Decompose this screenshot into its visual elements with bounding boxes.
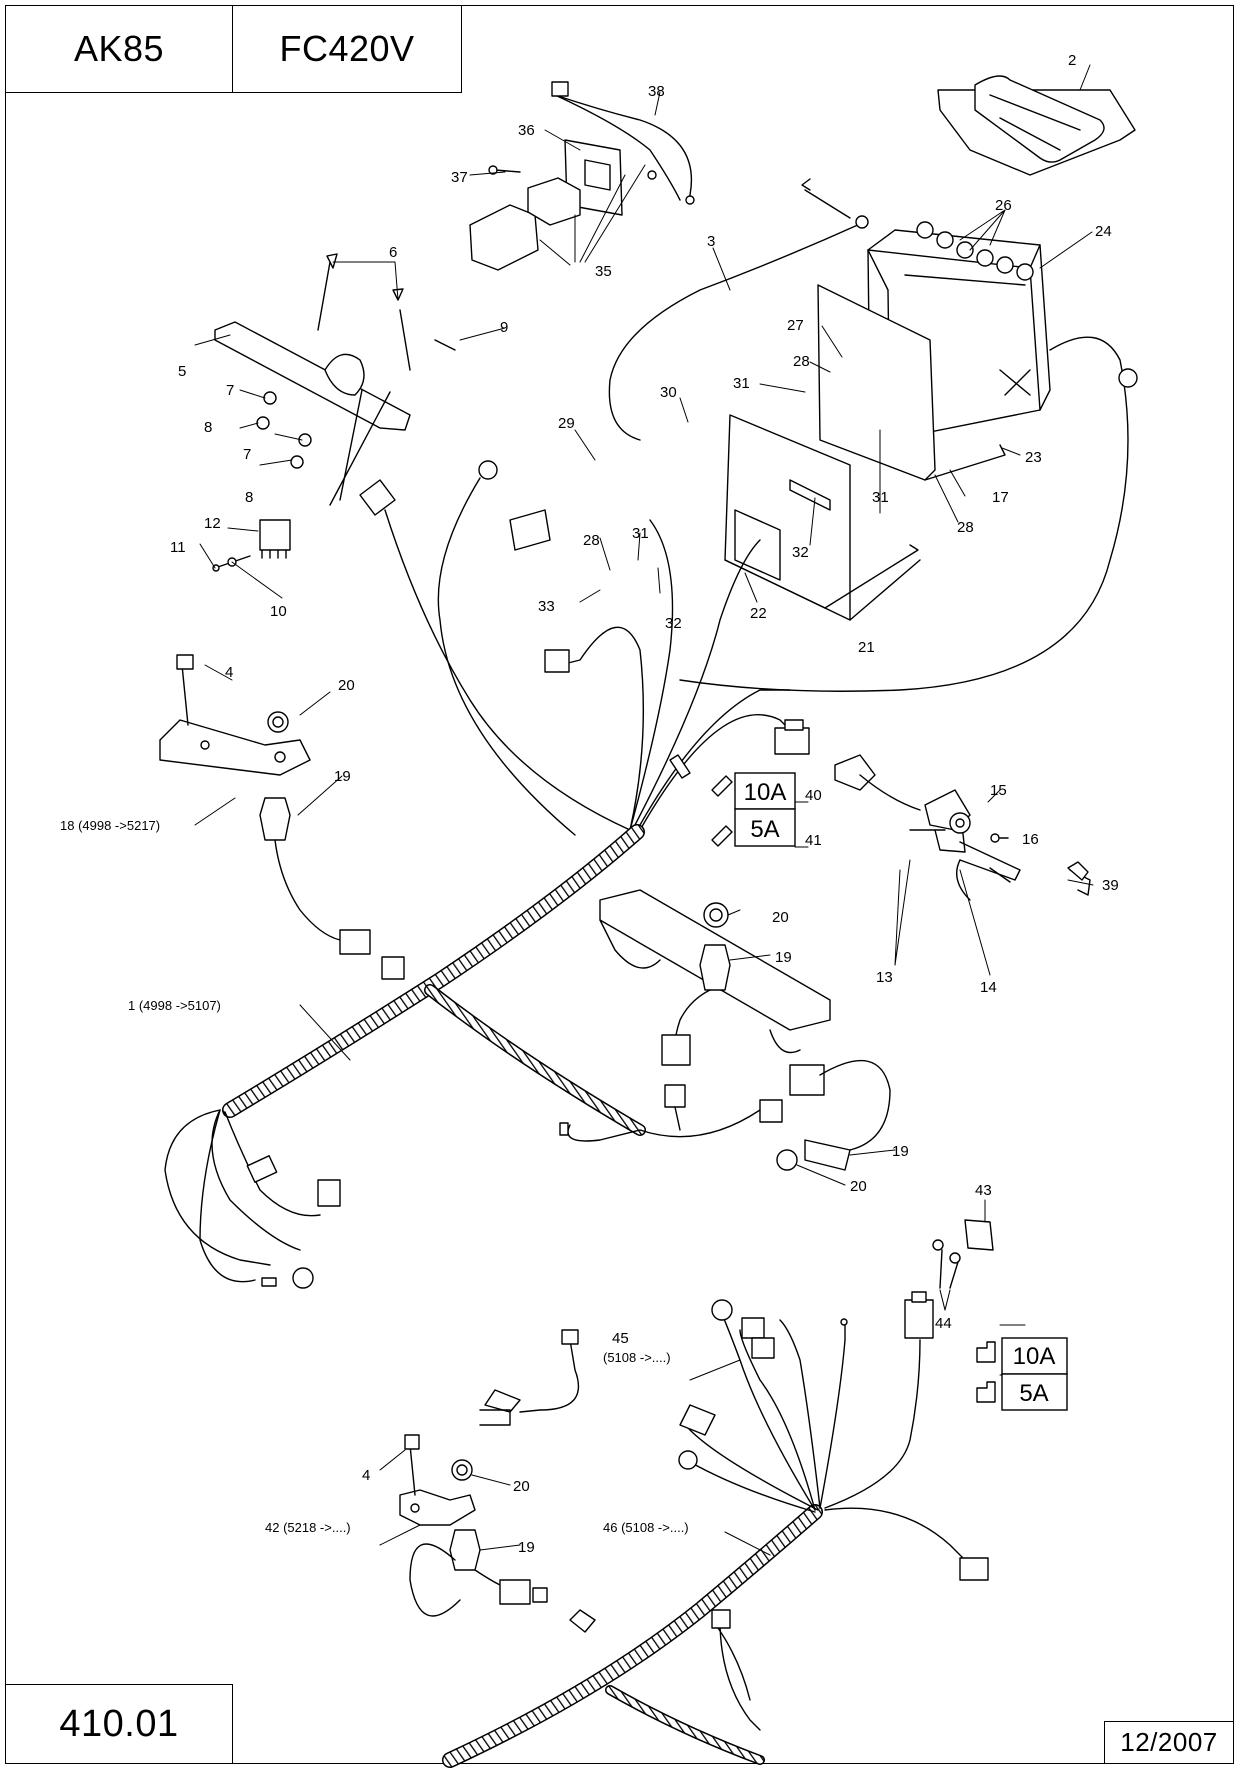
page-number: 410.01 [59,1702,179,1745]
callout-19a: 19 [334,768,351,785]
callouts: 2 38 36 37 35 6 9 5 7 8 7 8 12 11 10 3 2… [60,52,1119,1556]
callout-18: 18 (4998 ->5217) [60,818,160,833]
date-box: 12/2007 [1104,1721,1234,1764]
pressure-switch-lower [399,1434,548,1617]
battery-tray-plate [817,284,1006,481]
fuse-5a-label: 5A [750,816,779,843]
callout-2: 2 [1068,52,1076,69]
callout-36: 36 [518,122,535,139]
callout-16: 16 [1022,831,1039,848]
callout-23: 23 [1025,449,1042,466]
pressure-switch-left [159,654,405,980]
callout-39: 39 [1102,877,1119,894]
fuse-10a-label: 10A [744,779,787,806]
callout-41: 41 [805,832,822,849]
callout-8a: 8 [204,419,212,436]
battery-bracket [724,414,921,621]
callout-11: 11 [170,539,186,556]
callout-20d: 20 [513,1478,530,1495]
model-box: AK85 [5,5,233,93]
callout-3: 3 [707,233,715,250]
diode-block [212,519,291,572]
callout-14: 14 [980,979,997,996]
callout-15: 15 [990,782,1007,799]
callout-28c: 28 [583,532,600,549]
model-label: AK85 [73,28,165,69]
callout-26: 26 [995,197,1012,214]
callout-27: 27 [787,317,804,334]
key-switch [834,754,1091,901]
callout-21: 21 [858,639,875,656]
callout-9: 9 [500,319,508,336]
switch-bracket-center [599,889,831,1131]
callout-45-range: (5108 ->....) [603,1350,671,1365]
callout-31a: 31 [733,375,750,392]
callout-31c: 31 [632,525,649,542]
callout-7a: 7 [226,382,234,399]
battery-cable [608,223,861,441]
callout-19b: 19 [775,949,792,966]
callout-4a: 4 [225,664,233,681]
revision-date: 12/2007 [1120,1727,1218,1757]
callout-6: 6 [389,244,397,261]
callout-1: 1 (4998 ->5107) [128,998,221,1013]
callout-30: 30 [660,384,677,401]
fuse-legend-center: 10A 5A [734,772,796,847]
callout-20c: 20 [850,1178,867,1195]
callout-12: 12 [204,515,221,532]
drawing-frame [5,5,1234,1764]
callout-32b: 32 [665,615,682,632]
callout-32a: 32 [792,544,809,561]
callout-10: 10 [270,603,287,620]
callout-19d: 19 [518,1539,535,1556]
callout-28a: 28 [793,353,810,370]
fuse-10a-label-lower: 10A [1013,1343,1056,1370]
callout-44: 44 [935,1315,952,1332]
callout-7b: 7 [243,446,251,463]
relay-assembly [469,81,695,271]
callout-43: 43 [975,1182,992,1199]
callout-31b: 31 [872,489,889,506]
fuse-legend-lower: 10A 5A [1001,1337,1068,1411]
callout-37: 37 [451,169,468,186]
fuse-5a-label-lower: 5A [1019,1380,1048,1407]
variant-label: FC420V [279,28,415,69]
callout-29: 29 [558,415,575,432]
callout-22: 22 [750,605,767,622]
callout-38: 38 [648,83,665,100]
lower-harness [442,1504,823,1768]
mounting-plate [214,253,456,506]
callout-5: 5 [178,363,186,380]
callout-4b: 4 [362,1467,370,1484]
callout-42: 42 (5218 ->....) [265,1520,351,1535]
callout-28b: 28 [957,519,974,536]
callout-40: 40 [805,787,822,804]
pressure-switch-right [559,1060,891,1171]
callout-24: 24 [1095,223,1112,240]
callout-13: 13 [876,969,893,986]
page-number-box: 410.01 [5,1684,233,1764]
callout-45: 45 [612,1330,629,1347]
callout-20a: 20 [338,677,355,694]
small-bracket [932,1219,994,1289]
callout-35: 35 [595,263,612,280]
callout-19c: 19 [892,1143,909,1160]
callout-46: 46 (5108 ->....) [603,1520,689,1535]
callout-20b: 20 [772,909,789,926]
callout-17: 17 [992,489,1009,506]
battery-cover [937,75,1136,176]
variant-box: FC420V [232,5,462,93]
callout-8b: 8 [245,489,253,506]
callout-33: 33 [538,598,555,615]
